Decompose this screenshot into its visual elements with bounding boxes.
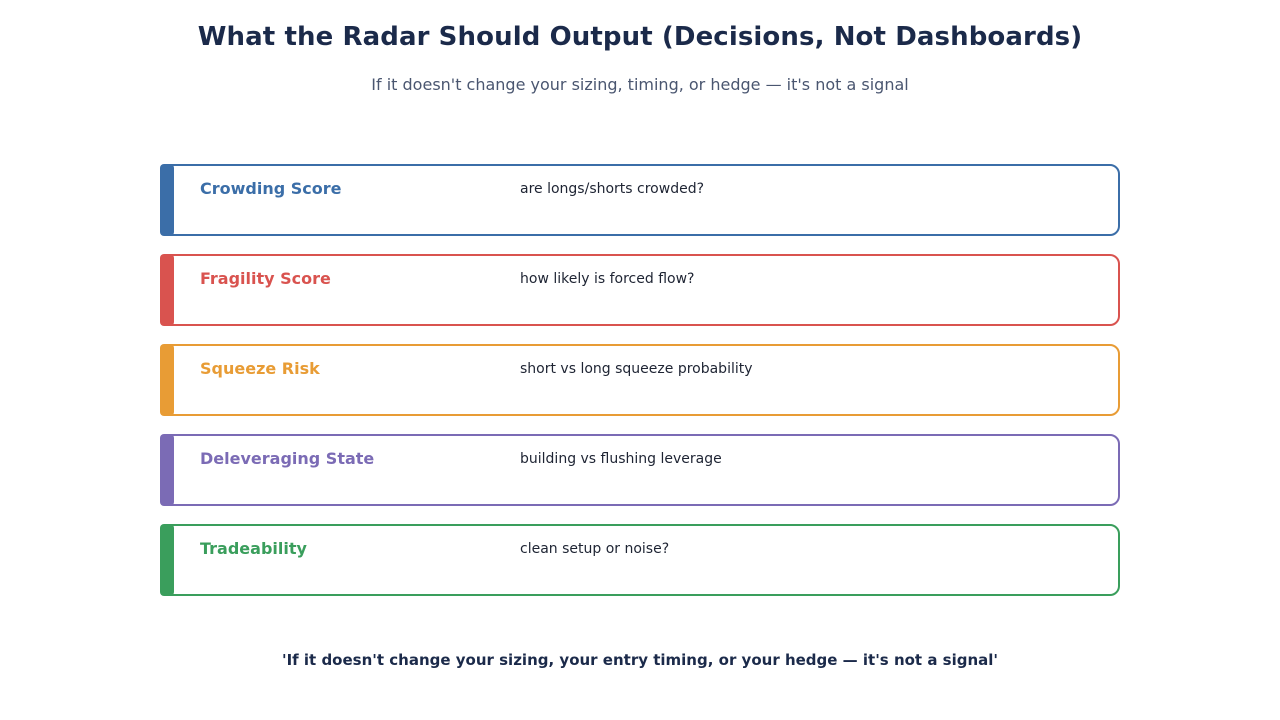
card-name: Deleveraging State: [200, 449, 375, 468]
page-subtitle: If it doesn't change your sizing, timing…: [371, 75, 909, 94]
card-accent-bar: [160, 344, 174, 416]
footer-quote: 'If it doesn't change your sizing, your …: [281, 651, 998, 669]
card-accent-bar: [160, 524, 174, 596]
card-name: Crowding Score: [200, 179, 342, 198]
page-title: What the Radar Should Output (Decisions,…: [197, 22, 1083, 52]
card-description: short vs long squeeze probability: [520, 361, 753, 377]
output-card-crowding-score: Crowding Score are longs/shorts crowded?: [160, 164, 1120, 236]
output-card-fragility-score: Fragility Score how likely is forced flo…: [160, 254, 1120, 326]
card-description: clean setup or noise?: [520, 541, 670, 557]
card-name: Fragility Score: [200, 269, 331, 288]
card-accent-bar: [160, 164, 174, 236]
output-card-squeeze-risk: Squeeze Risk short vs long squeeze proba…: [160, 344, 1120, 416]
card-accent-bar: [160, 434, 174, 506]
output-card-tradeability: Tradeability clean setup or noise?: [160, 524, 1120, 596]
card-description: building vs flushing leverage: [520, 451, 722, 467]
output-card-deleveraging-state: Deleveraging State building vs flushing …: [160, 434, 1120, 506]
card-description: how likely is forced flow?: [520, 271, 695, 287]
card-description: are longs/shorts crowded?: [520, 181, 705, 197]
output-card-list: Crowding Score are longs/shorts crowded?…: [160, 164, 1120, 614]
card-name: Tradeability: [200, 539, 307, 558]
card-accent-bar: [160, 254, 174, 326]
card-name: Squeeze Risk: [200, 359, 320, 378]
